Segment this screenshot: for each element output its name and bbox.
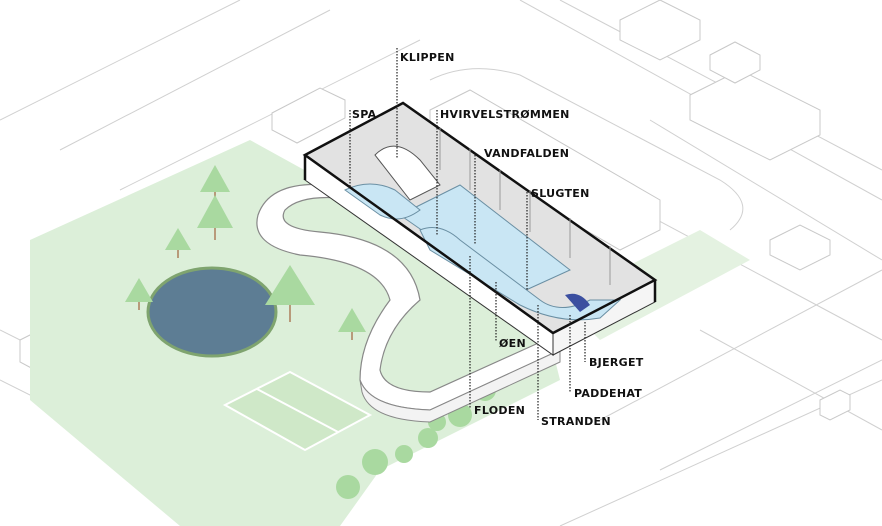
label-paddehat: PADDEHAT [574,387,642,400]
label-floden: FLODEN [474,404,525,417]
klippen-rock [374,145,441,201]
label-vandfalden: VANDFALDEN [484,147,569,160]
label-hvirvelstrommen: HVIRVELSTRØMMEN [440,108,570,121]
tree-icon [265,265,315,322]
leader-lines [349,48,586,420]
label-oen: ØEN [499,337,526,350]
tree-icon [197,195,233,240]
spa-pool [344,183,421,220]
pond [146,266,278,358]
bjerget-slide [565,293,590,312]
label-klippen: KLIPPEN [400,51,455,64]
label-stranden: STRANDEN [541,415,611,428]
tree-icon [338,308,366,340]
tennis-court [222,370,373,452]
label-slugten: SLUGTEN [531,187,590,200]
water-park-building [302,101,658,356]
tree-icon [165,228,191,258]
label-spa: SPA [352,108,377,121]
label-bjerget: BJERGET [589,356,644,369]
tree-icon [125,278,153,310]
ramp-facade [359,349,561,423]
